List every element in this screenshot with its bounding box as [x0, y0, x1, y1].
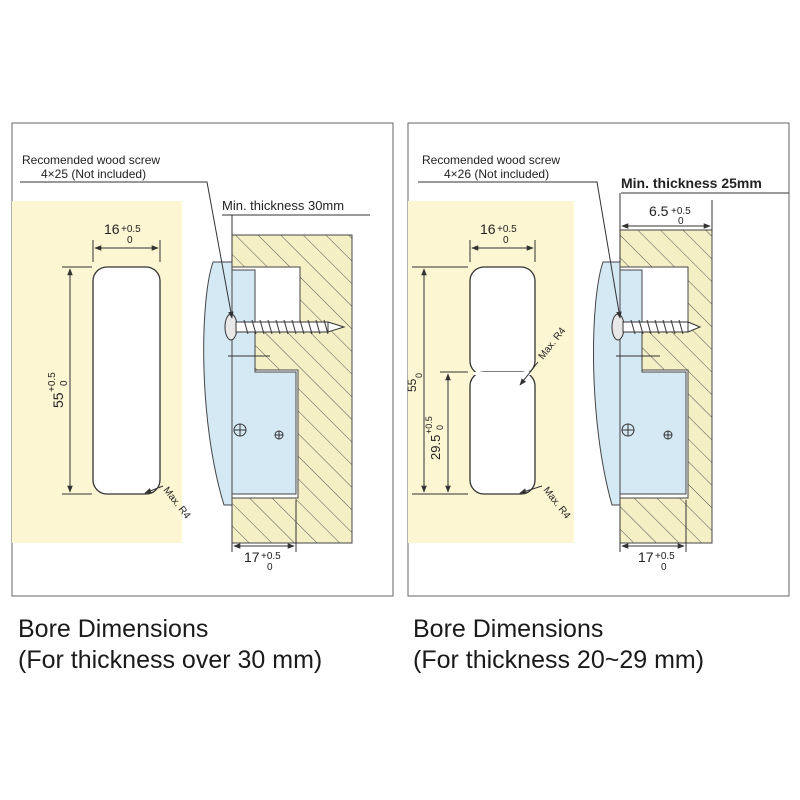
right-offset-tol-bot: 0: [678, 216, 684, 227]
right-hinge-leaf: [593, 261, 621, 506]
left-caption: Bore Dimensions (For thickness over 30 m…: [18, 614, 322, 676]
right-thickness-label: Min. thickness 25mm: [621, 175, 762, 191]
left-hinge-cup: [231, 269, 297, 495]
left-wood-section: [231, 234, 353, 544]
right-caption-subtitle: (For thickness 20~29 mm): [413, 646, 705, 674]
right-outer-height-tol-bot: 0: [414, 373, 424, 378]
right-caption-title: Bore Dimensions: [413, 615, 604, 643]
left-width-value: 16: [104, 221, 120, 237]
right-caption: Bore Dimensions (For thickness 20~29 mm): [413, 614, 704, 676]
right-width-tol-bot: 0: [503, 235, 509, 246]
right-screw-leader: [418, 181, 622, 319]
left-hinge-leaf: [203, 261, 233, 506]
left-caption-title: Bore Dimensions: [18, 615, 209, 643]
left-screw-label-1: Recomended wood screw: [22, 153, 160, 167]
right-wood-section: [619, 229, 713, 544]
right-screw-label-1: Recomended wood screw: [422, 153, 560, 167]
left-panel: 16 +0.5 0 55 +0.5 0 Max. R4: [11, 122, 394, 597]
right-depth-tol-bot: 0: [661, 562, 667, 573]
left-height-tol-top: +0.5: [47, 372, 58, 392]
right-screw-label-2: 4×26 (Not included): [444, 167, 549, 181]
right-outer-height-value: 55: [405, 378, 419, 392]
left-thickness-label: Min. thickness 30mm: [222, 198, 344, 213]
right-offset-tol-top: +0.5: [671, 206, 691, 217]
right-height-tol-top: +0.5: [424, 416, 434, 434]
left-width-tol-top: +0.5: [121, 224, 141, 235]
left-radius-leader: [144, 485, 164, 494]
right-hinge-cup: [619, 269, 687, 495]
right-depth-value: 17: [638, 549, 654, 565]
left-bore-hole: [92, 266, 161, 495]
right-bore-hole-lower: [469, 371, 536, 495]
left-depth-value: 17: [244, 549, 260, 565]
right-depth-tol-top: +0.5: [655, 551, 675, 562]
left-screw-leader: [20, 181, 234, 319]
left-depth-tol-top: +0.5: [261, 551, 281, 562]
right-height-value: 29.5: [428, 435, 443, 460]
right-bore-hole-upper: [469, 266, 536, 376]
left-caption-subtitle: (For thickness over 30 mm): [18, 646, 323, 674]
right-radius-leader-1: [519, 361, 539, 386]
left-depth-tol-bot: 0: [267, 562, 273, 573]
right-offset-value: 6.5: [649, 203, 669, 219]
right-radius-leader-2: [519, 485, 543, 494]
left-height-tol-bot: 0: [59, 380, 70, 386]
left-width-tol-bot: 0: [127, 235, 133, 246]
left-screw-label-2: 4×25 (Not included): [41, 167, 146, 181]
right-panel: 16 +0.5 0 55 0 29.5 +0.5 0 Max. R4 Max. …: [405, 122, 790, 597]
right-width-value: 16: [480, 221, 496, 237]
right-height-tol-bot: 0: [435, 425, 445, 430]
left-height-value: 55: [50, 392, 66, 408]
right-width-tol-top: +0.5: [497, 224, 517, 235]
